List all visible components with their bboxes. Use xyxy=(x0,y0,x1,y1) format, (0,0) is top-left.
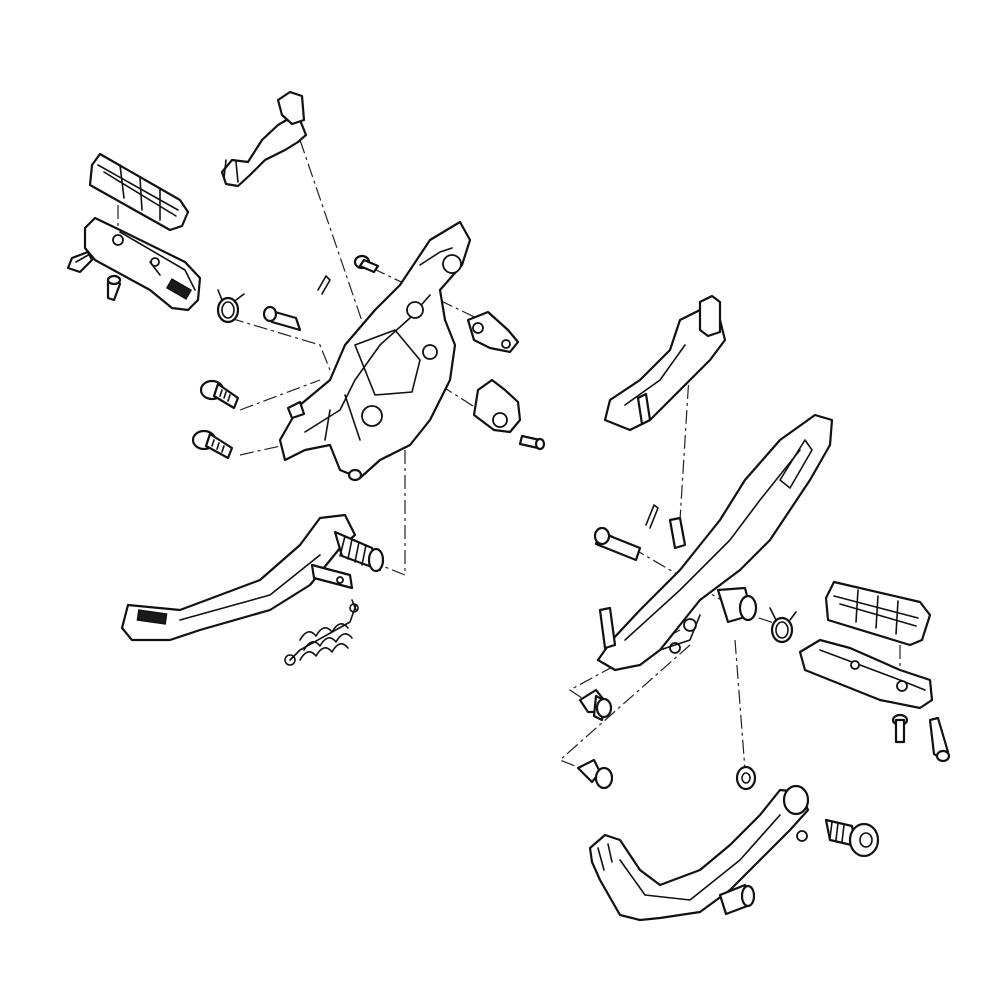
left-pivot-pin xyxy=(262,275,331,332)
left-footpeg-holder xyxy=(83,216,202,312)
leader-heel-guard xyxy=(679,359,691,521)
left-small-bolts xyxy=(66,250,122,302)
right-small-bolts xyxy=(891,713,951,763)
leader-right-pin xyxy=(609,534,731,606)
shift-lever-part xyxy=(588,784,810,922)
return-spring-part xyxy=(284,599,359,666)
left-mounting-bolt-2 xyxy=(191,429,234,460)
right-rubber-footpeg xyxy=(824,580,932,647)
heel-guard-part xyxy=(603,294,727,432)
leader-upper-bracket xyxy=(299,139,366,331)
leader-left-spring xyxy=(229,317,331,371)
master-cylinder-plate xyxy=(472,378,546,451)
left-torsion-spring xyxy=(216,289,245,324)
right-torsion-spring xyxy=(769,607,797,644)
right-footpeg-holder xyxy=(798,638,934,710)
leader-bolt-4 xyxy=(558,644,691,771)
upper-bracket-part xyxy=(220,90,308,188)
right-pivot-pin xyxy=(593,504,659,562)
leader-bolt-3 xyxy=(568,629,681,701)
left-mounting-bolt-1 xyxy=(199,379,240,410)
right-footrest-bracket xyxy=(596,413,834,672)
switch-bracket-part xyxy=(466,310,520,354)
left-main-bracket xyxy=(278,220,472,482)
left-top-bolt xyxy=(353,254,380,274)
right-mounting-bolt-1 xyxy=(578,688,613,722)
right-mounting-bolt-2 xyxy=(576,758,614,790)
left-rubber-footpeg xyxy=(88,152,190,232)
brake-pedal-part xyxy=(120,513,385,642)
washer-part xyxy=(735,765,757,791)
shoulder-bolt-part xyxy=(824,818,880,858)
leader-brake-pedal xyxy=(379,450,406,576)
leader-washer xyxy=(734,639,746,771)
